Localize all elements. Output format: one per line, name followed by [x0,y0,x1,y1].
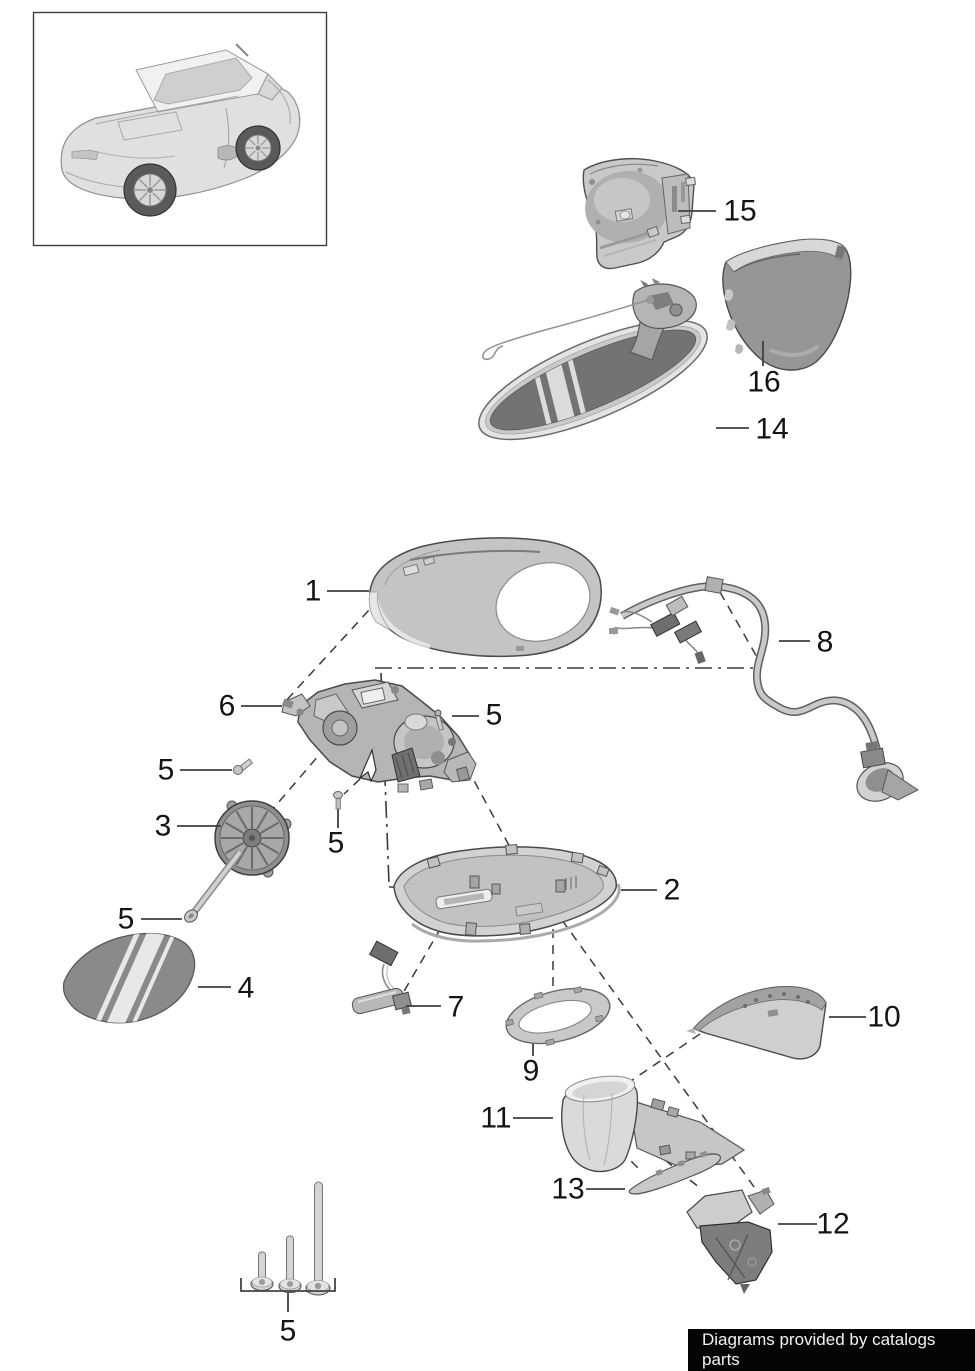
callout-3: 3 [155,810,172,843]
part-8-wiring-harness [609,576,919,802]
callout-11: 11 [480,1102,511,1135]
vehicle-illustration [60,43,301,217]
callout-layer: 1 15 16 14 8 6 5 5 3 5 5 2 4 7 9 10 11 13 12 5 [118,195,901,1348]
mirror-mount-head [632,278,697,330]
screw-5-right [434,709,444,731]
callout-15: 15 [723,195,756,228]
screw-set-5 [240,1181,336,1296]
screw-5-glass [184,849,243,923]
attribution-text: Diagrams provided by catalogs parts [702,1330,936,1369]
screw-short [250,1251,274,1292]
callout-2: 2 [664,874,681,907]
harness-grommet [856,741,919,802]
part-12-mirror-base-bracket [686,1186,775,1294]
part-9-gasket-seal [505,986,611,1047]
glass-stripes [91,933,178,1023]
callout-5c: 5 [328,827,345,860]
screw-long [305,1181,331,1296]
screw-5-left [233,758,254,775]
part-16-mirror-base-cover-lower [722,238,852,371]
callout-5d: 5 [118,903,135,936]
part-2-mirror-housing-lower [393,843,621,943]
part-13-seal-strip [628,1150,722,1195]
part-14-interior-rear-view-mirror [478,278,708,441]
callout-13: 13 [551,1173,584,1206]
part-7-turn-signal-unit [351,940,413,1015]
part-11-mirror-foot-cover [561,1075,746,1173]
callout-14: 14 [755,413,788,446]
callout-4: 4 [238,972,255,1005]
front-wheel [235,125,281,171]
attribution-bar: Diagrams provided by catalogs parts [688,1329,975,1371]
screw-5-middle [333,791,343,810]
vehicle-thumbnail-box [32,11,328,247]
mirror-stem [629,321,665,361]
part-1-mirror-housing-upper [368,537,602,658]
callout-8: 8 [817,626,834,659]
callout-16: 16 [747,366,780,399]
callout-10: 10 [867,1001,900,1034]
part-3-mirror-adjuster-motor [214,800,292,878]
callout-6: 6 [219,690,236,723]
part-15-mirror-base-cover-upper [582,157,697,270]
callout-1: 1 [305,575,322,608]
screw-medium [278,1235,302,1294]
part-4-mirror-glass [62,932,196,1024]
screw-group-bracket [240,1278,336,1292]
mirror-wire [482,299,649,361]
part-10-housing-lower-trim [686,985,827,1060]
callout-5e: 5 [280,1315,297,1348]
callout-7: 7 [448,991,465,1024]
callout-9: 9 [523,1055,540,1088]
callout-5a: 5 [158,754,175,787]
rear-wheel [123,163,177,217]
part-6-mirror-bracket-assembly [281,679,477,793]
callout-5b: 5 [486,699,503,732]
callout-12: 12 [816,1208,849,1241]
